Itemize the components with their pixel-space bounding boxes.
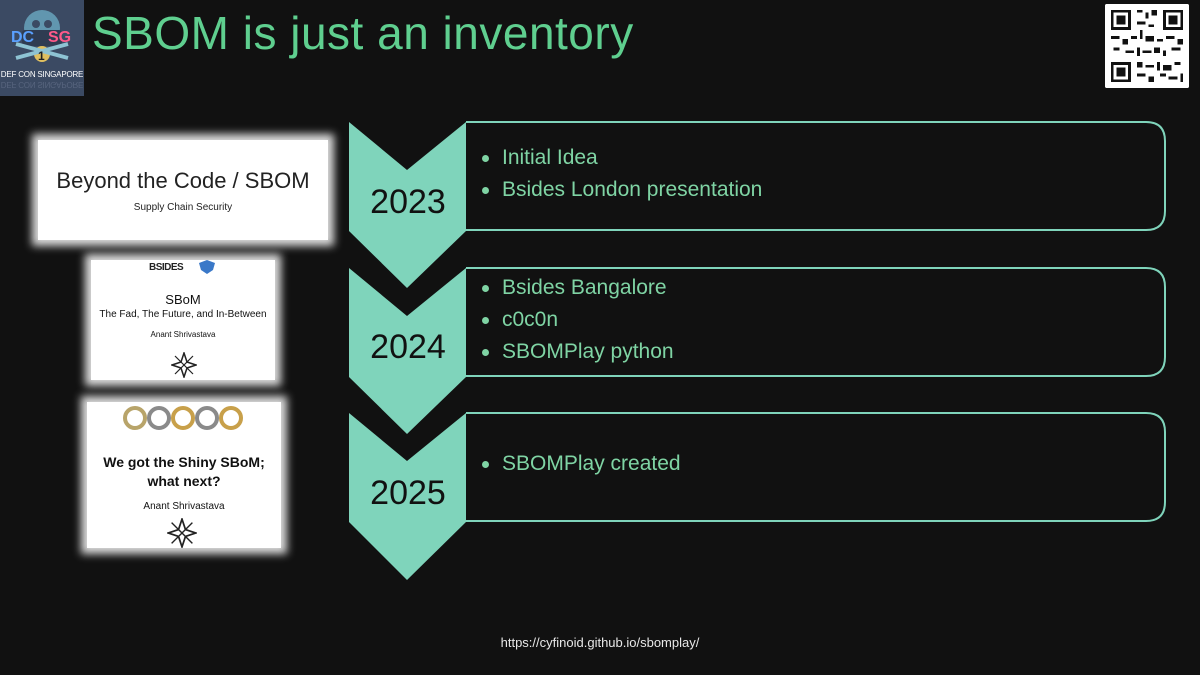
thumbnail-subtitle: Supply Chain Security <box>133 202 233 213</box>
list-item: Bsides London presentation <box>480 174 762 206</box>
cyfinoid-mark-icon <box>171 352 197 378</box>
slide-thumbnail-beyond-the-code: Beyond the Code / SBOM Supply Chain Secu… <box>38 140 328 240</box>
list-item: Bsides Bangalore <box>480 272 674 304</box>
thumbnail-author: Anant Shrivastava <box>150 330 216 339</box>
timeline-items-2024: Bsides Bangalore c0c0n SBOMPlay python <box>480 272 674 368</box>
timeline-year-2025: 2025 <box>370 474 446 512</box>
list-item: Initial Idea <box>480 142 762 174</box>
timeline-year-2023: 2023 <box>370 183 446 221</box>
timeline-year-2024: 2024 <box>370 328 446 366</box>
qr-code-icon <box>1105 4 1189 88</box>
logo-number: 1 <box>38 49 45 63</box>
logo-letters-dc: DC <box>11 29 35 46</box>
chevron-2023 <box>349 122 466 288</box>
list-item: c0c0n <box>480 304 674 336</box>
cocon-logo-icon <box>123 406 243 430</box>
timeline-box-2023 <box>466 121 1166 231</box>
skull-emblem-icon: DC SG 1 <box>11 10 71 63</box>
timeline-box-2025 <box>466 412 1166 522</box>
chevron-2025 <box>349 413 466 580</box>
footer-url: https://cyfinoid.github.io/sbomplay/ <box>500 635 700 650</box>
defcon-singapore-logo: DC SG 1 DEF CON SINGAPORE DEF CON SINGAP… <box>0 0 84 96</box>
timeline-box-2024 <box>466 267 1166 377</box>
logo-letters-sg: SG <box>48 29 71 46</box>
logo-org-name: DEF CON SINGAPORE <box>0 70 84 79</box>
bsides-logo: BSIDES <box>149 262 184 273</box>
thumbnail-title-line2: what next? <box>147 473 221 489</box>
slide-thumbnail-sbom-fad: BSIDES SBoM The Fad, The Future, and In-… <box>91 260 275 380</box>
timeline-items-2025: SBOMPlay created <box>480 448 681 480</box>
thumbnail-title: Beyond the Code / SBOM <box>56 168 310 193</box>
slide-thumbnail-shiny-sbom: We got the Shiny SBoM; what next? Anant … <box>87 402 281 548</box>
cyfinoid-mark-icon <box>167 518 197 548</box>
shield-icon <box>199 260 215 274</box>
thumbnail-author: Anant Shrivastava <box>143 501 225 512</box>
thumbnail-title-line1: We got the Shiny SBoM; <box>103 454 265 470</box>
list-item: SBOMPlay created <box>480 448 681 480</box>
chevron-2024 <box>349 268 466 434</box>
thumbnail-title: SBoM <box>165 292 201 307</box>
slide-title: SBOM is just an inventory <box>92 7 634 59</box>
list-item: SBOMPlay python <box>480 336 674 368</box>
thumbnail-subtitle: The Fad, The Future, and In-Between <box>99 309 267 320</box>
timeline-items-2023: Initial Idea Bsides London presentation <box>480 142 762 206</box>
